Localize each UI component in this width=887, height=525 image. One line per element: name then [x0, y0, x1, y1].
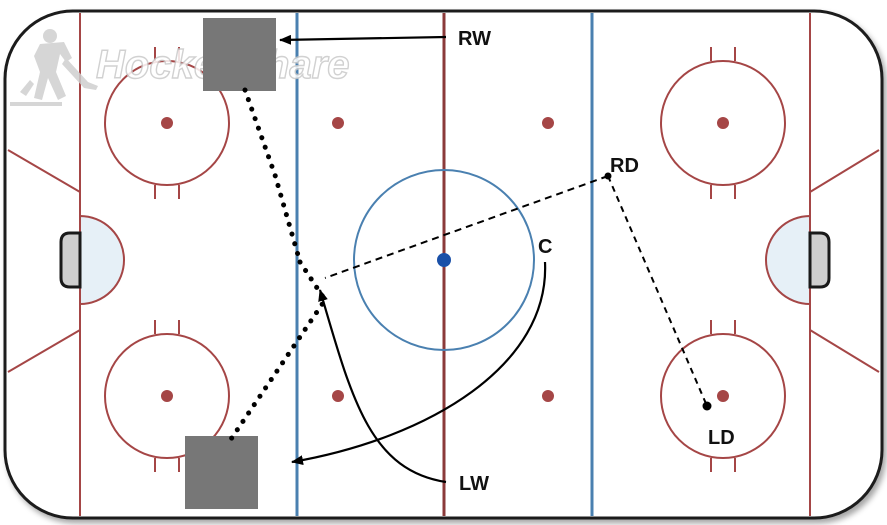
rw-player-box [203, 18, 276, 91]
faceoff-dot [717, 390, 729, 402]
net-left [59, 231, 82, 289]
trapezoid-line [7, 149, 81, 193]
neutral-zone-dot [332, 390, 344, 402]
pass-rd-to-ld [607, 175, 708, 407]
pass-rd-to-middle [324, 175, 609, 279]
label-rw: RW [458, 28, 491, 50]
label-lw: LW [459, 473, 489, 495]
dotted-path-lw [226, 259, 329, 445]
neutral-zone-dot [332, 117, 344, 129]
neutral-zone-dot [542, 390, 554, 402]
crease-left [79, 214, 125, 306]
lw-arrow [318, 289, 447, 484]
faceoff-circle-bottom-left [104, 320, 230, 472]
trapezoid-line [809, 149, 880, 193]
faceoff-circle-top-left [104, 47, 230, 199]
faceoff-circle-bottom-right [660, 320, 786, 472]
c-arrow [291, 261, 547, 466]
faceoff-dot [717, 117, 729, 129]
neutral-zone-dot [542, 117, 554, 129]
faceoff-dot [161, 117, 173, 129]
label-rd: RD [610, 155, 639, 177]
label-c: C [538, 236, 552, 258]
center-faceoff-circle [353, 169, 535, 351]
net-right [808, 231, 831, 289]
crease-right [765, 214, 811, 306]
faceoff-circle-top-right [660, 47, 786, 199]
ld-point [702, 401, 712, 411]
trapezoid-line [7, 329, 81, 373]
rd-point [604, 172, 612, 180]
hockey-player-logo-icon [10, 29, 98, 106]
label-ld: LD [708, 427, 735, 449]
trapezoid-line [809, 329, 880, 373]
rw-arrow [279, 34, 447, 45]
dotted-path-rw [242, 87, 303, 265]
lw-player-box [185, 436, 258, 509]
center-faceoff-dot [437, 253, 451, 267]
faceoff-dot [161, 390, 173, 402]
